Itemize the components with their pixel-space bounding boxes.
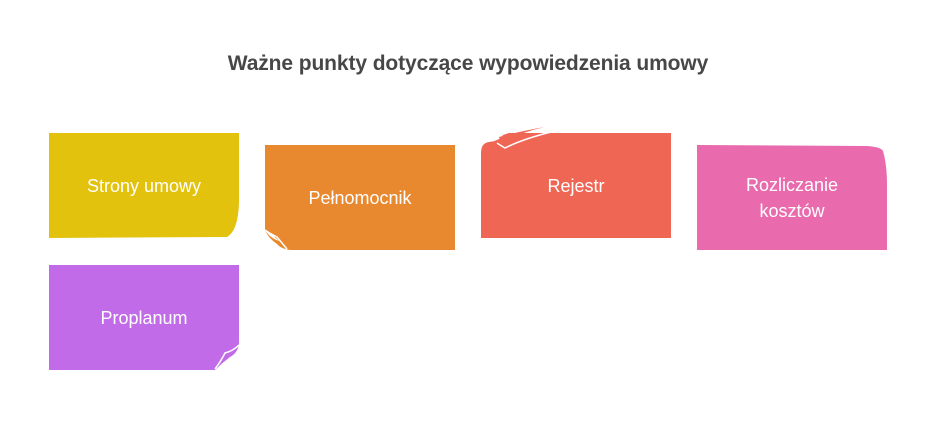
card-label: Rejestr [547, 176, 605, 196]
card-shape [265, 145, 455, 250]
card-rejestr: Rejestr [481, 127, 671, 238]
card-pelnomocnik: Pełnomocnik [265, 145, 455, 250]
card-shape [49, 265, 240, 370]
card-shape [481, 127, 671, 238]
card-label: Strony umowy [86, 175, 202, 196]
card-label: Pełnomocnik [308, 187, 412, 208]
card-strony-umowy: Strony umowy [49, 133, 239, 238]
card-label: Proplanum [100, 307, 188, 328]
card-label: Rozliczanie kosztów [745, 174, 839, 221]
diagram-title: Ważne punkty dotyczące wypowiedzenia umo… [227, 52, 709, 75]
card-rozliczanie-kosztow: Rozliczanie kosztów [697, 145, 887, 250]
card-shape [697, 145, 887, 250]
card-proplanum: Proplanum [49, 265, 240, 370]
card-shape [49, 133, 239, 238]
